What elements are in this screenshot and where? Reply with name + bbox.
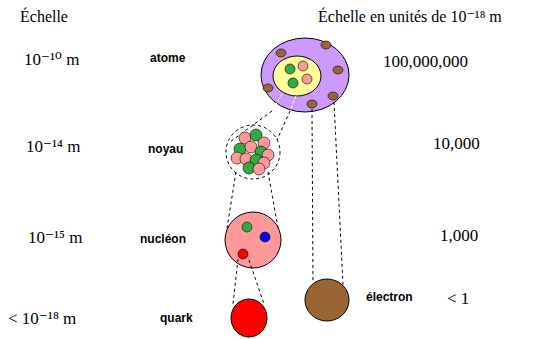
electron-dot [328, 92, 338, 100]
column-heading: Échelle en unités de 10⁻¹⁸ m [318, 8, 502, 26]
nucleus-outline [226, 125, 280, 179]
zoom-line [233, 259, 238, 304]
zoom-line [277, 111, 290, 140]
scale-value: 100,000,000 [383, 52, 468, 72]
quark-circle [231, 299, 267, 337]
quark-dot [238, 249, 248, 259]
electron-circle [305, 279, 349, 321]
atom-cloud [261, 38, 349, 112]
electron-dot [263, 84, 273, 92]
zoom-line [312, 109, 313, 281]
neutron-dot [285, 64, 295, 74]
nucleon-cluster [231, 129, 274, 175]
size-value: 10⁻¹⁴ m [26, 137, 80, 157]
particle-name: électron [366, 291, 413, 305]
size-value: 10⁻¹⁵ m [28, 228, 82, 248]
zoom-line [272, 94, 282, 111]
size-value: 10⁻¹⁰ m [24, 50, 79, 70]
particle-name: atome [150, 52, 185, 66]
size-value: < 10⁻¹⁸ m [8, 309, 76, 329]
electron-dot [276, 49, 286, 57]
column-heading: Échelle [20, 8, 68, 26]
nucleon-circle [225, 212, 281, 268]
proton-dot [302, 74, 312, 84]
atom-nucleus [273, 56, 321, 96]
zoom-line [334, 102, 343, 285]
quark-dot [260, 232, 270, 242]
particle-name: noyau [148, 143, 183, 157]
scale-value: 1,000 [440, 226, 478, 246]
zoom-line [249, 260, 264, 304]
neutron-dot [288, 78, 298, 88]
electron-dot [333, 66, 343, 74]
electron-dot [307, 100, 317, 108]
particle-name: nucléon [140, 233, 186, 247]
proton-dot [298, 61, 308, 71]
electron-dot [321, 41, 331, 49]
scale-value: < 1 [447, 289, 469, 309]
particle-name: quark [160, 312, 193, 326]
zoom-line [290, 96, 296, 111]
quark-dot [242, 222, 252, 232]
scale-value: 10,000 [433, 134, 480, 154]
